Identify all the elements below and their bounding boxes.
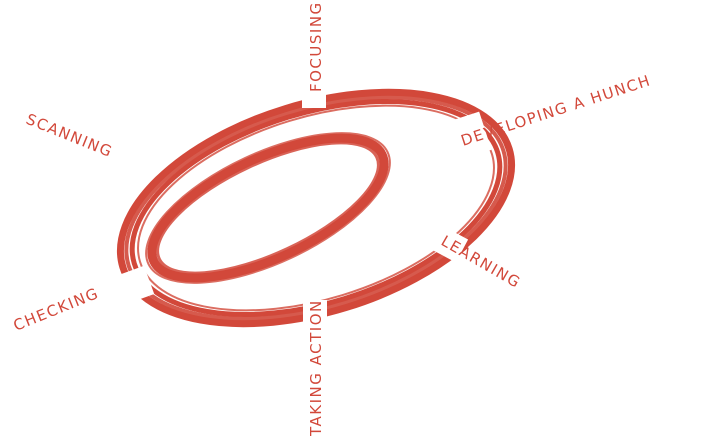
stage-label-learning: LEARNING	[438, 232, 524, 292]
stage-label-developing-a-hunch: DEVELOPING A HUNCH	[459, 71, 654, 150]
inner-loop	[125, 102, 411, 313]
stage-label-checking: CHECKING	[11, 284, 102, 335]
stage-label-taking-action: TAKING ACTION	[307, 299, 325, 437]
stage-labels: FOCUSING DEVELOPING A HUNCH LEARNING TAK…	[11, 1, 654, 437]
stage-label-focusing: FOCUSING	[307, 1, 325, 92]
stage-label-scanning: SCANNING	[24, 110, 116, 161]
